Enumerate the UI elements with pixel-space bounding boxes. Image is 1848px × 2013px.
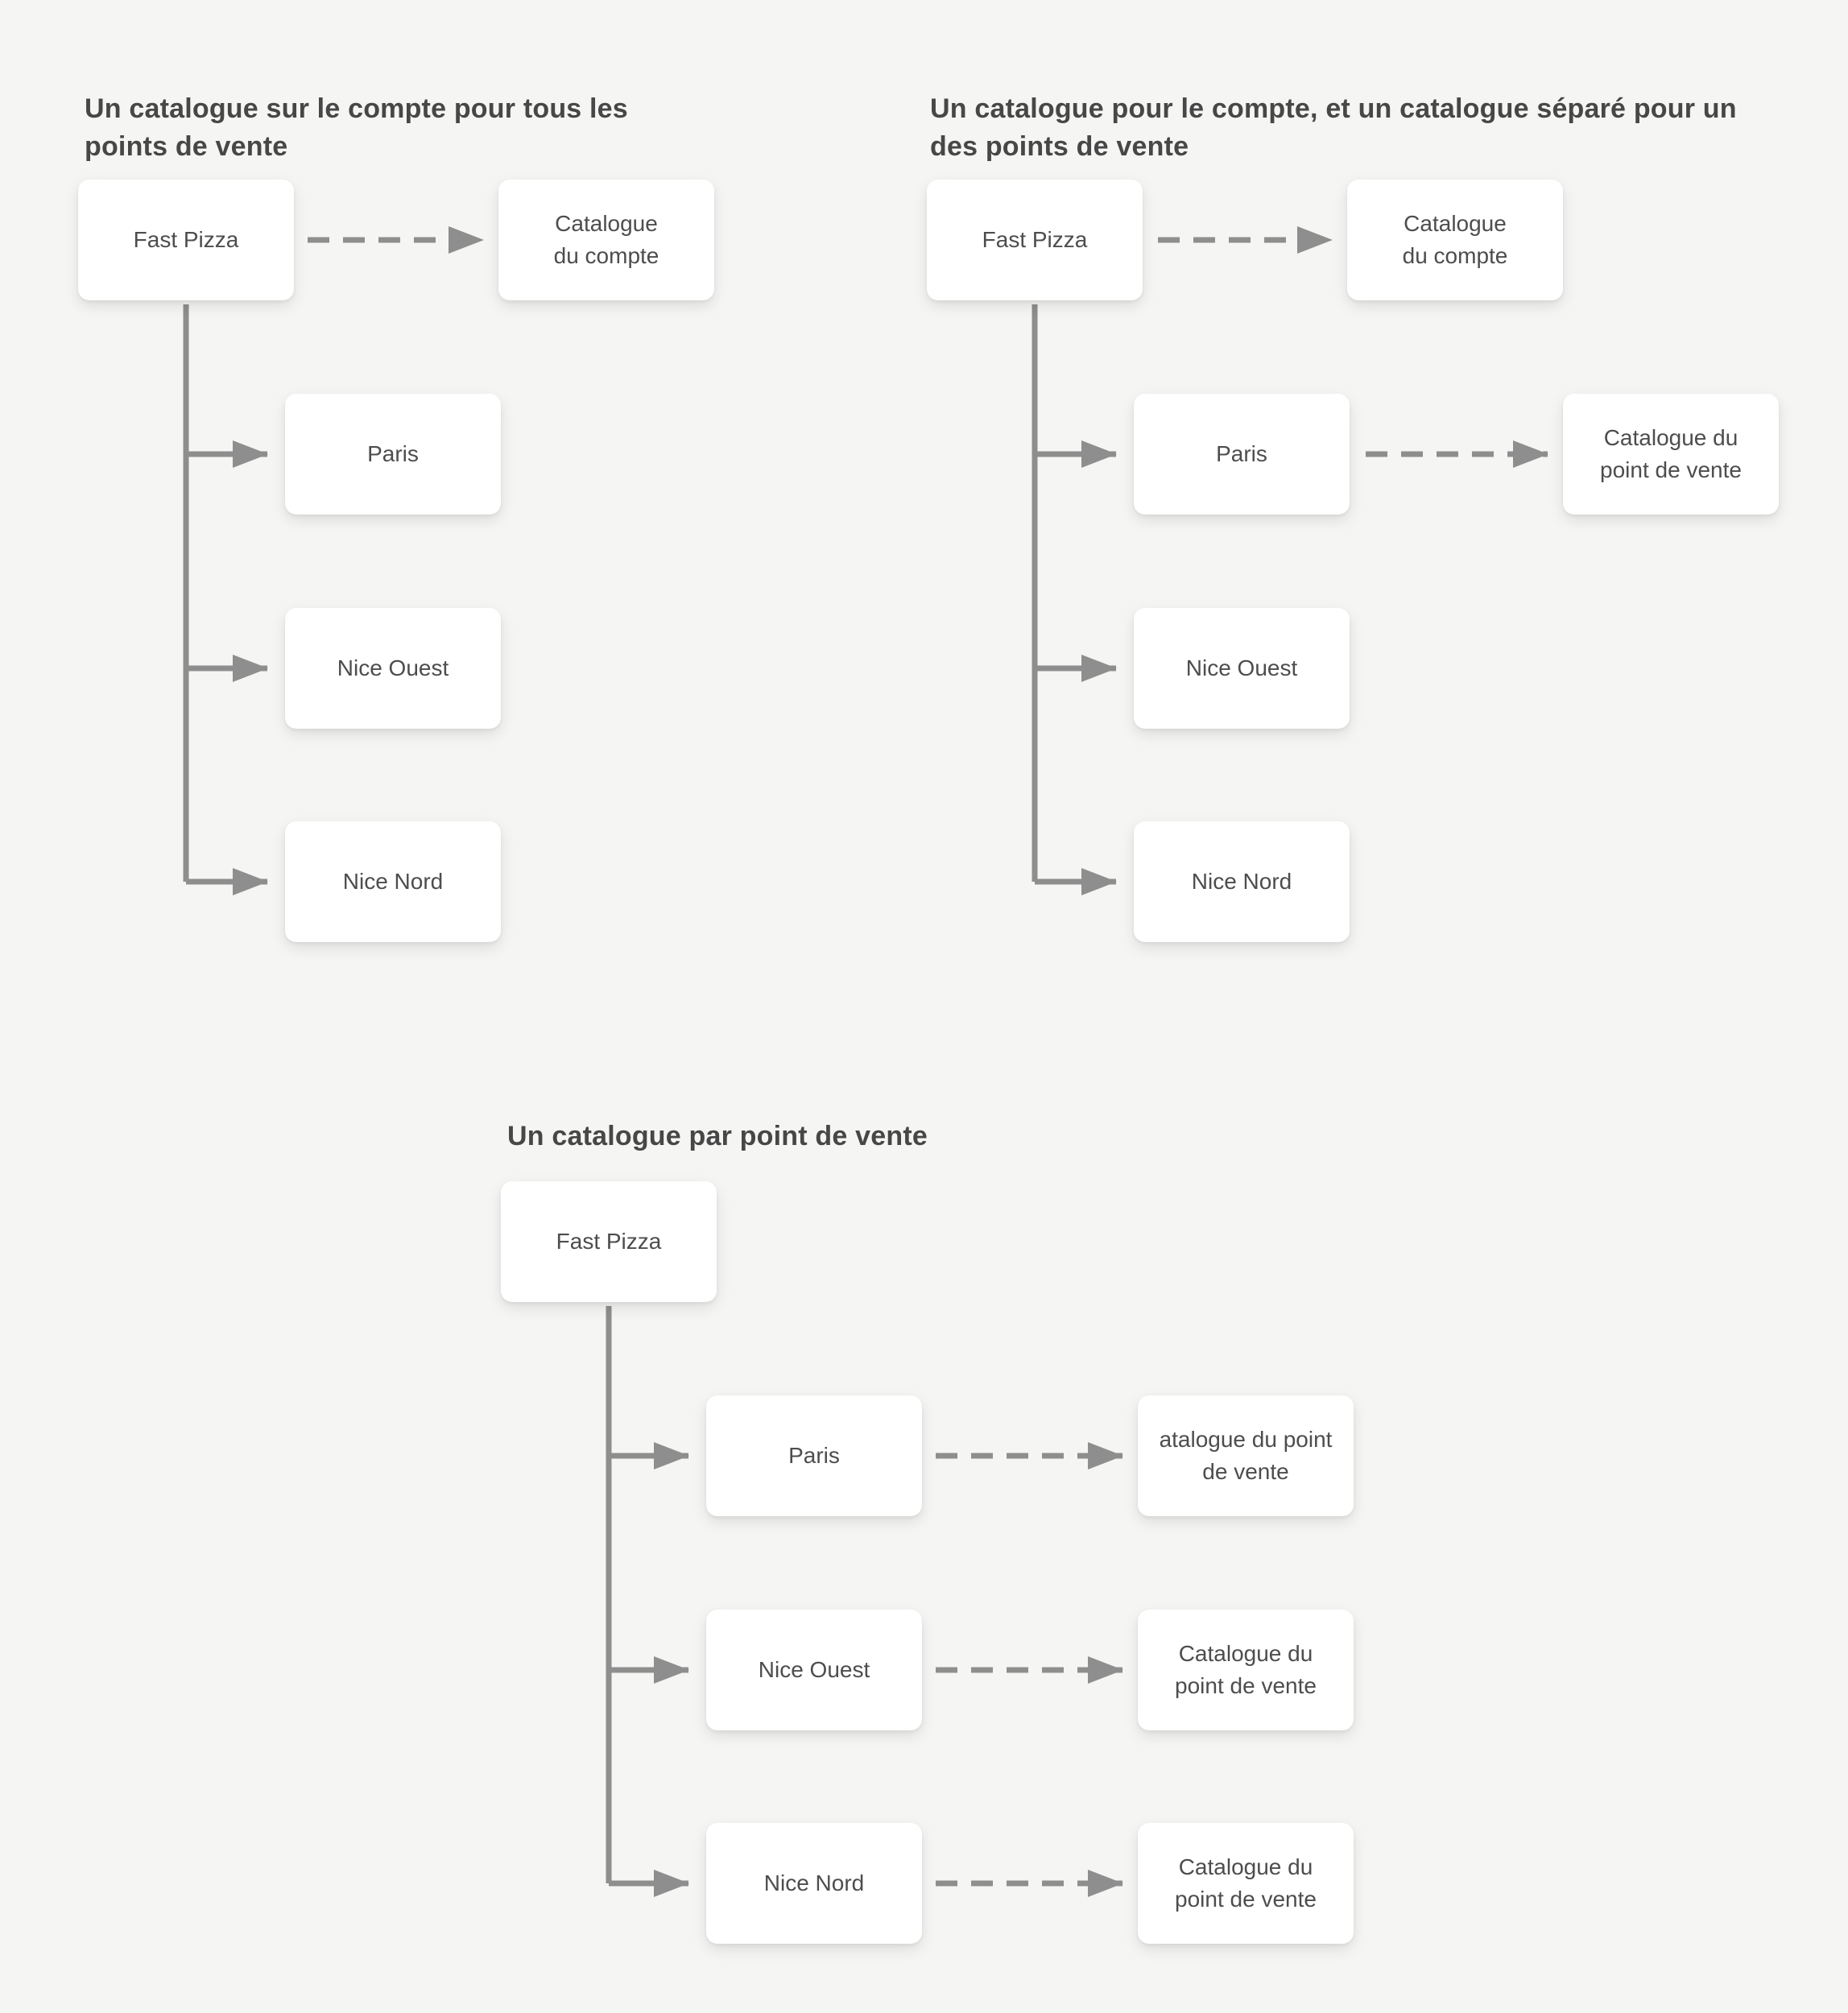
node-paris: Paris <box>706 1395 922 1516</box>
node-label: Paris <box>367 441 419 466</box>
diagram3-connectors <box>606 1306 1123 1897</box>
node-nice-nord: Nice Nord <box>285 821 501 942</box>
node-label: atalogue du point de vente <box>1159 1427 1333 1484</box>
node-nice-ouest: Nice Ouest <box>1134 608 1350 729</box>
diagram2-title: Un catalogue pour le compte, et un catal… <box>930 93 1737 162</box>
node-label: Catalogue du point de vente <box>1175 1641 1317 1698</box>
node-label: Catalogue du point de vente <box>1600 425 1742 482</box>
diagram1-connectors <box>183 226 484 895</box>
node-outlet-catalog-nice-nord: Catalogue du point de vente <box>1138 1823 1354 1944</box>
node-account-catalog: Catalogue du compte <box>1347 180 1563 300</box>
node-label: Catalogue du compte <box>1402 211 1508 268</box>
diagram2-connectors <box>1031 226 1548 895</box>
node-label: Nice Ouest <box>758 1657 870 1682</box>
node-nice-nord: Nice Nord <box>706 1823 922 1944</box>
node-nice-nord: Nice Nord <box>1134 821 1350 942</box>
node-label: Catalogue du compte <box>553 211 659 268</box>
node-fast-pizza: Fast Pizza <box>927 180 1143 300</box>
diagram1-title: Un catalogue sur le compte pour tous les… <box>85 93 628 162</box>
node-nice-ouest: Nice Ouest <box>285 608 501 729</box>
node-fast-pizza: Fast Pizza <box>501 1181 717 1302</box>
node-paris: Paris <box>1134 394 1350 515</box>
node-label: Fast Pizza <box>982 227 1088 252</box>
node-nice-ouest: Nice Ouest <box>706 1610 922 1730</box>
node-label: Catalogue du point de vente <box>1175 1854 1317 1912</box>
node-outlet-catalog-nice-ouest: Catalogue du point de vente <box>1138 1610 1354 1730</box>
node-label: Paris <box>788 1443 840 1468</box>
node-outlet-catalog-paris: atalogue du point de vente <box>1138 1395 1354 1516</box>
node-label: Nice Nord <box>1191 869 1292 894</box>
diagram3-title: Un catalogue par point de vente <box>507 1121 928 1151</box>
node-label: Nice Nord <box>763 1870 865 1895</box>
node-label: Nice Ouest <box>337 655 449 680</box>
node-label: Nice Ouest <box>1185 655 1298 680</box>
node-label: Fast Pizza <box>133 227 239 252</box>
node-label: Paris <box>1216 441 1267 466</box>
node-outlet-catalog: Catalogue du point de vente <box>1563 394 1779 515</box>
node-label: Fast Pizza <box>556 1229 662 1254</box>
node-label: Nice Nord <box>342 869 444 894</box>
node-fast-pizza: Fast Pizza <box>78 180 294 300</box>
node-account-catalog: Catalogue du compte <box>498 180 714 300</box>
node-paris: Paris <box>285 394 501 515</box>
